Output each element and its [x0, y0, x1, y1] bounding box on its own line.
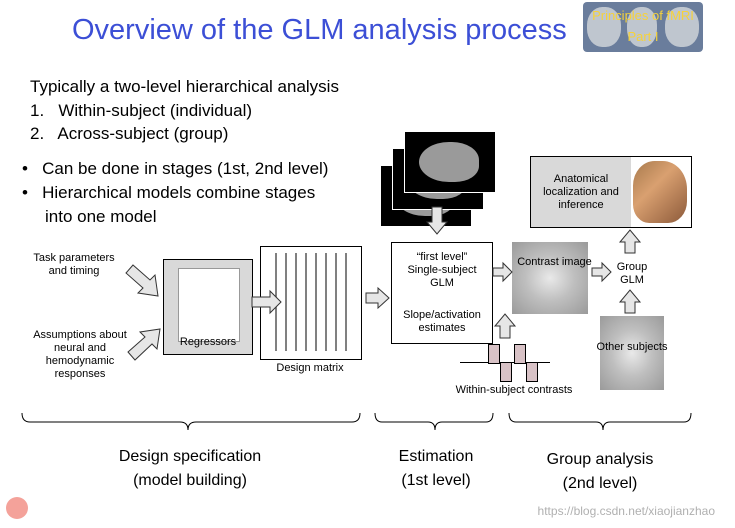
arrow-icon — [425, 206, 449, 235]
contrast-bar — [488, 344, 500, 364]
arrow-icon — [125, 264, 159, 297]
contrast-image-label: Contrast image — [517, 256, 592, 268]
other-subjects-image — [600, 316, 664, 390]
assumptions-label: Assumptions about neural and hemodynamic… — [33, 329, 127, 380]
glm-line: estimates — [418, 322, 466, 334]
anatomical-label-bg — [531, 157, 631, 227]
slide-title: Overview of the GLM analysis process — [72, 14, 567, 46]
regressors-plot — [178, 268, 240, 342]
arrow-icon — [492, 261, 513, 283]
bullet-text: Hierarchical models combine stages — [42, 183, 316, 202]
within-subject-contrasts-label: Within-subject contrasts — [455, 384, 573, 396]
bullet-1: • Can be done in stages (1st, 2nd level) — [22, 159, 329, 178]
section-design-title: Design specification — [118, 448, 262, 465]
arrow-icon — [618, 229, 642, 254]
anatomical-box: Anatomical localization and inference — [530, 156, 692, 228]
group-glm-line: Group — [616, 261, 648, 273]
list-item: 2. Across-subject (group) — [30, 124, 229, 143]
group-glm-line: GLM — [620, 274, 644, 286]
list-item: 1. Within-subject (individual) — [30, 101, 253, 120]
bullet-text: Can be done in stages (1st, 2nd level) — [42, 159, 329, 178]
glm-line: GLM — [430, 277, 454, 289]
badge-line-1: Principles of fMRI — [592, 8, 694, 23]
slide-marker-dot — [6, 497, 28, 519]
glm-line: “first level” — [416, 251, 468, 263]
arrow-icon — [591, 261, 612, 283]
brain-volume-image — [404, 131, 496, 193]
section-group-subtitle: (2nd level) — [562, 475, 638, 492]
task-parameters-label: Task parameters and timing — [33, 252, 115, 277]
section-estimation-subtitle: (1st level) — [401, 472, 471, 489]
arrow-icon — [493, 313, 517, 339]
regressors-label: Regressors — [179, 336, 237, 348]
course-badge: Principles of fMRI Part I — [583, 2, 703, 52]
arrow-icon — [127, 328, 161, 361]
design-matrix-label: Design matrix — [276, 362, 344, 374]
section-estimation-title: Estimation — [398, 448, 474, 465]
brace-estimation — [374, 412, 494, 431]
bullet-continuation: into one model — [45, 207, 157, 226]
badge-line-2: Part I — [627, 29, 659, 44]
contrast-bar — [526, 362, 538, 382]
brain-surface-image — [633, 161, 687, 223]
brain-slice-icon — [587, 7, 621, 47]
section-group-title: Group analysis — [546, 451, 654, 468]
intro-text: Typically a two-level hierarchical analy… — [30, 77, 339, 96]
arrow-icon — [365, 286, 390, 310]
other-subjects-label: Other subjects — [596, 341, 668, 353]
bullet-2: • Hierarchical models combine stages — [22, 183, 316, 202]
brace-group — [508, 412, 692, 431]
contrast-image — [512, 242, 588, 314]
brain-slice-icon — [665, 7, 699, 47]
anatomical-line: Anatomical — [553, 173, 609, 185]
brace-design — [21, 412, 361, 431]
arrow-icon — [618, 289, 642, 314]
regressors-box: Regressors — [163, 259, 253, 355]
anatomical-line: inference — [558, 199, 604, 211]
arrow-icon — [251, 289, 282, 315]
contrast-bar — [500, 362, 512, 382]
section-design-subtitle: (model building) — [133, 472, 247, 489]
glm-line: Slope/activation — [403, 309, 481, 321]
contrast-bar — [514, 344, 526, 364]
brain-slice-icon — [627, 7, 657, 47]
glm-line: Single-subject — [407, 264, 477, 276]
watermark: https://blog.csdn.net/xiaojianzhao — [537, 504, 715, 518]
anatomical-line: localization and — [543, 186, 619, 198]
first-level-glm-box: “first level” Single-subject GLM Slope/a… — [391, 242, 493, 344]
